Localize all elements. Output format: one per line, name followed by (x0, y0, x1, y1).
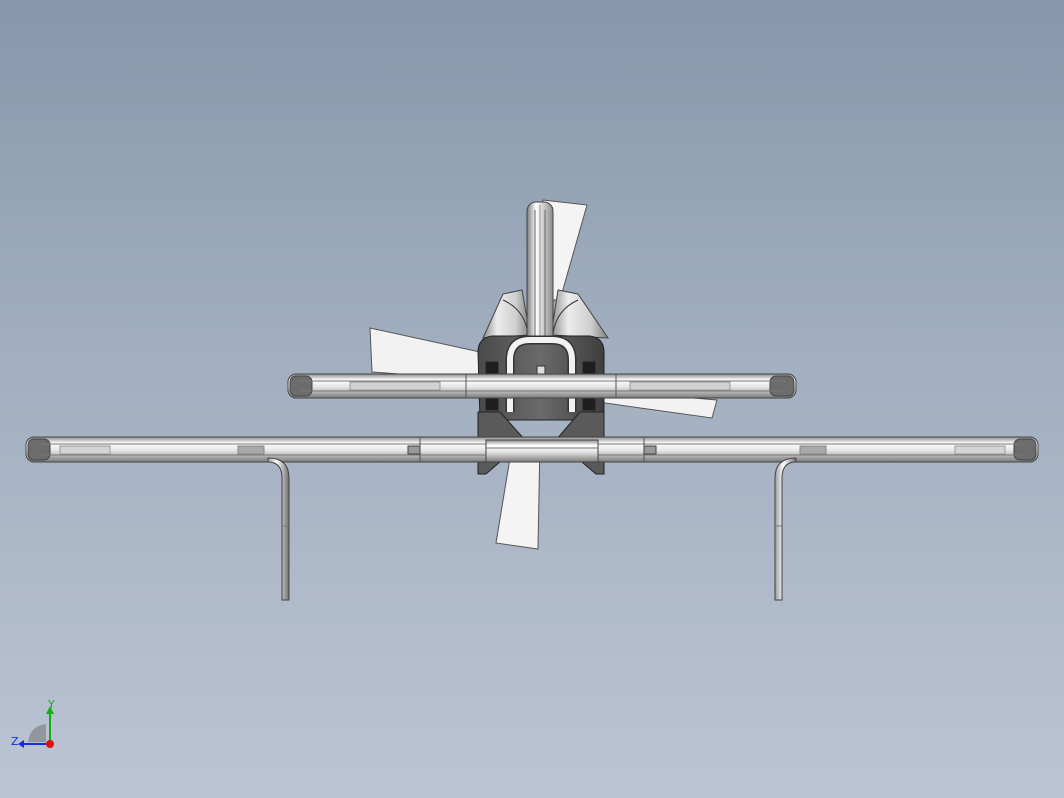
y-axis-label: Y (47, 698, 55, 711)
hub-cone-left (482, 289, 531, 339)
bolt-slot (485, 397, 499, 411)
z-axis-label: Z (11, 735, 19, 748)
support-leg-left[interactable] (267, 457, 290, 601)
support-leg-right[interactable] (774, 457, 797, 601)
bolt-slot (485, 361, 499, 375)
triad-base-shadow (28, 724, 46, 742)
z-axis-arrow (18, 740, 24, 748)
bracket-crossbar (485, 439, 599, 463)
blade-left (369, 327, 481, 381)
x-axis-dot (46, 740, 54, 748)
y-axis-arrow (46, 706, 54, 714)
bolt-slot (582, 361, 596, 375)
upper-frame-tube[interactable] (287, 373, 797, 399)
bolt-slot (582, 397, 596, 411)
orientation-triad[interactable]: Y Z (8, 698, 68, 758)
hub-cone-right (550, 289, 609, 339)
